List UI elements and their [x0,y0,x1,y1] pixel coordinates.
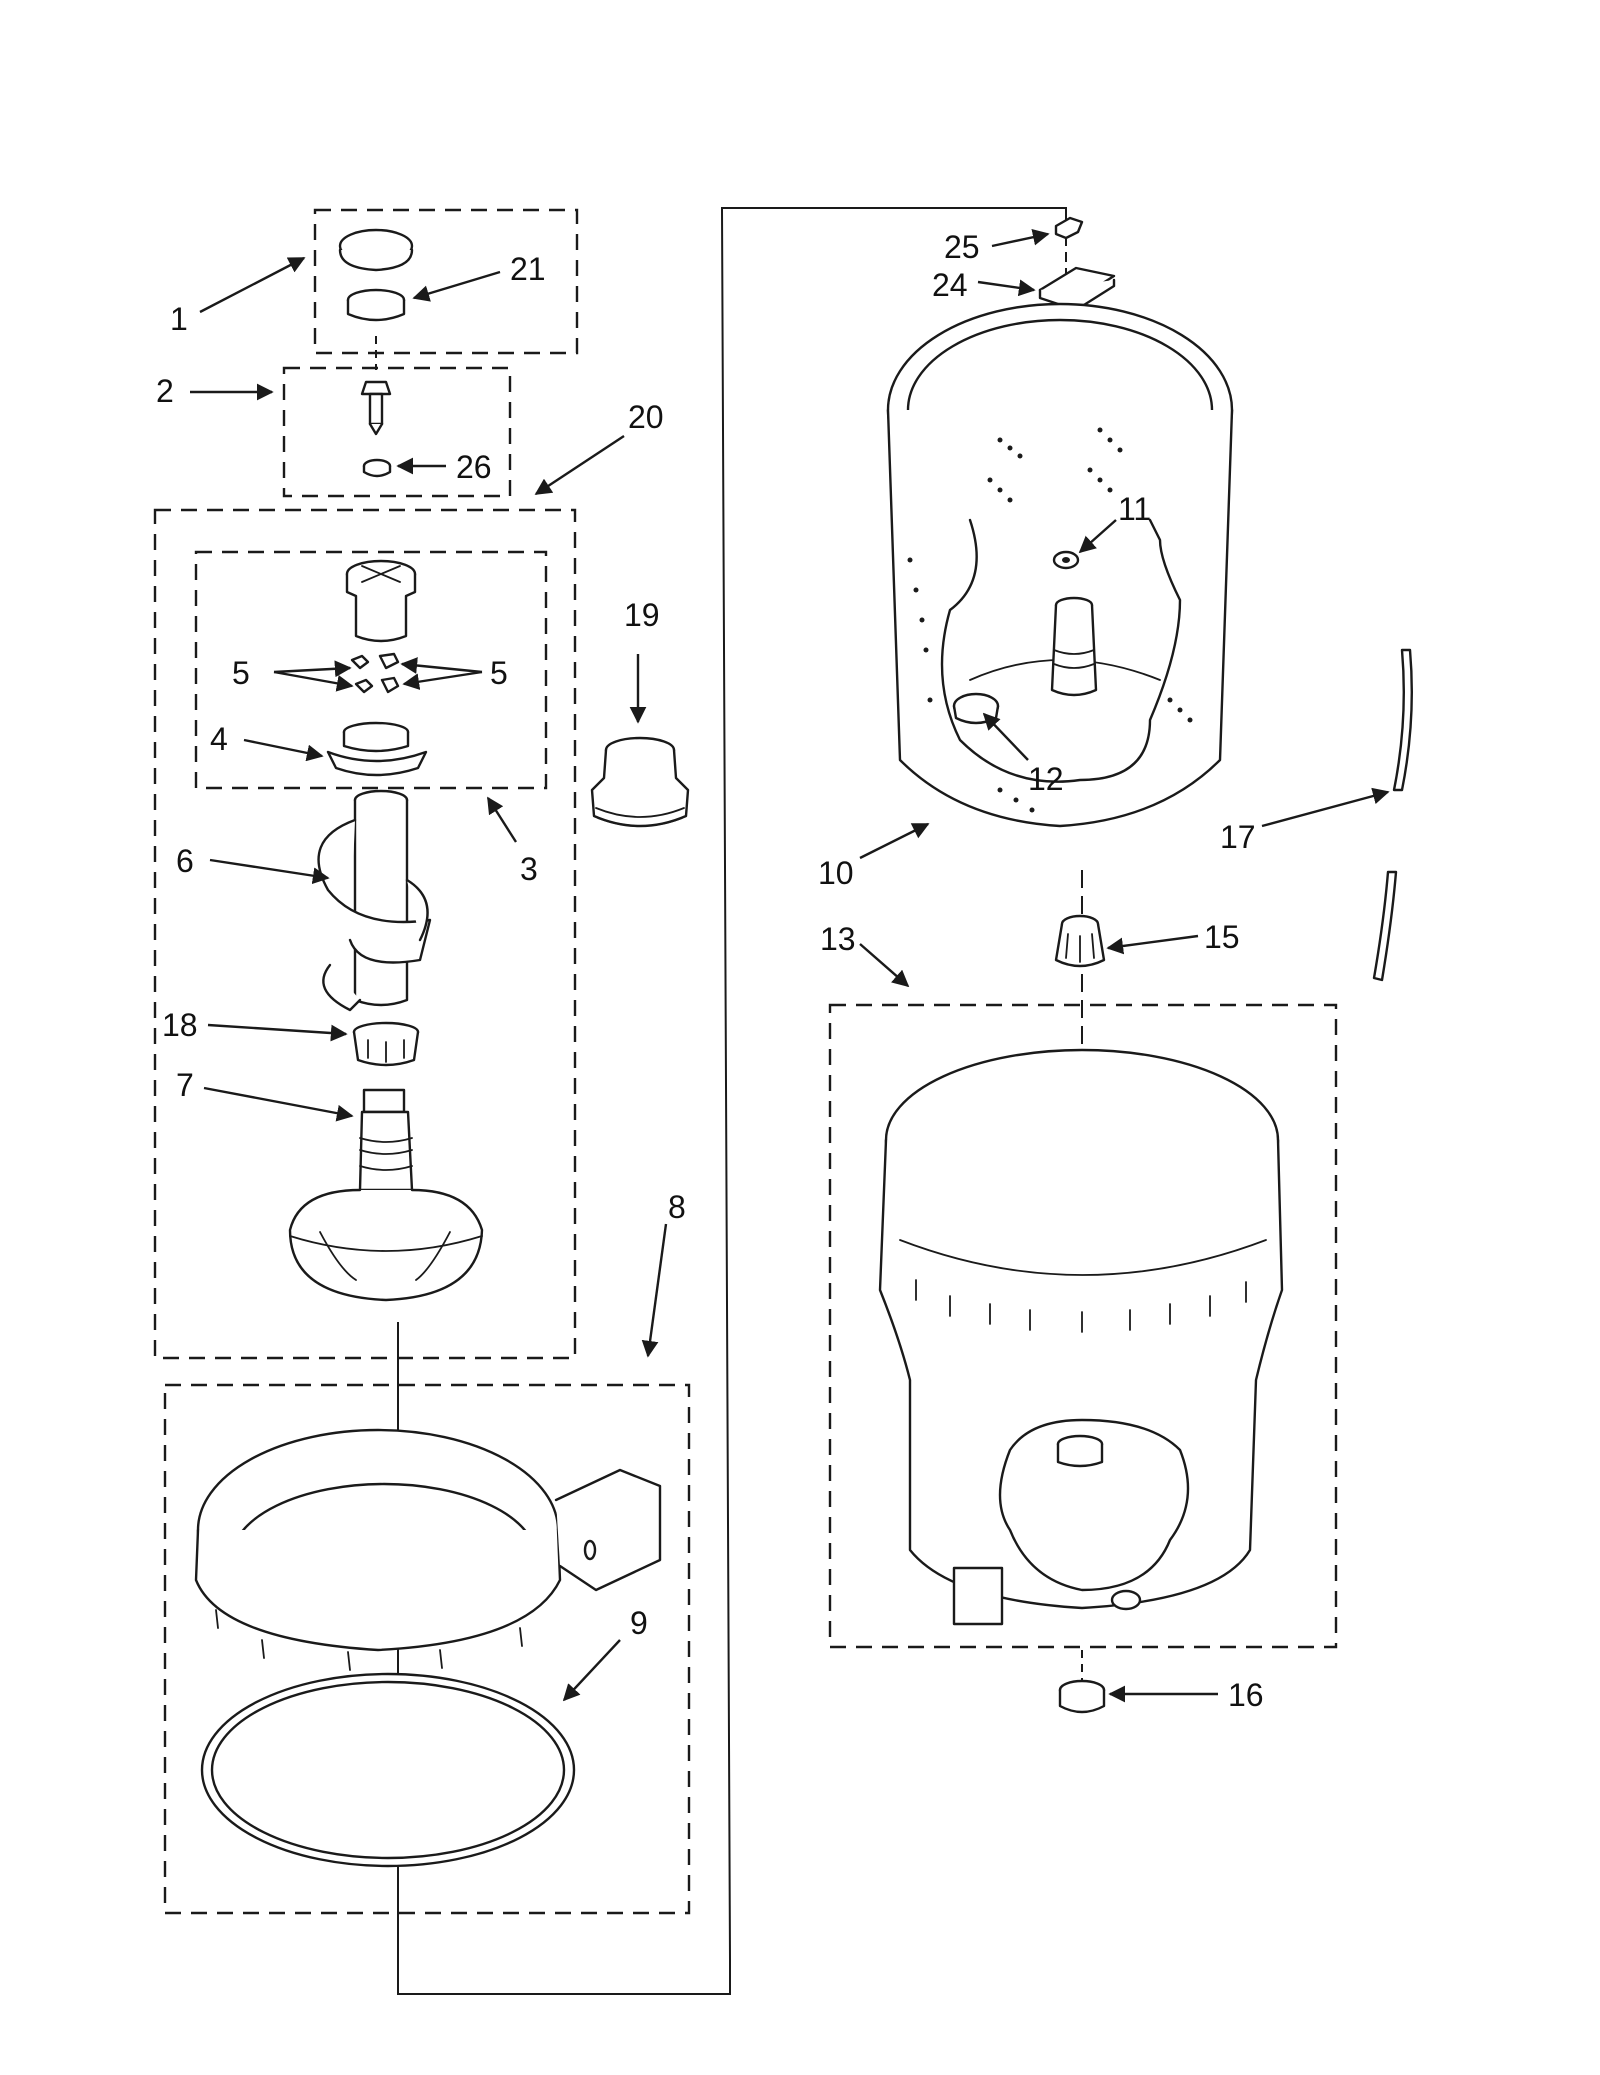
callout-2: 2 [156,373,174,409]
callout-21: 21 [510,251,546,287]
spin-tube-nut-part [1054,914,1106,968]
leader-17 [1261,787,1390,828]
agitator-auger-part [317,789,432,1012]
basket-plug-part-12 [952,692,1000,725]
leader-25 [991,228,1050,248]
leader-3 [486,796,518,843]
hose-part-17 [1372,648,1413,982]
agitator-bearing-part [326,721,428,777]
basket-perforations [907,427,1193,813]
leader-5b-bottom [402,670,483,691]
cap-seal-ring-part [346,288,406,322]
group-box-3 [194,550,548,790]
leader-4 [243,738,324,762]
agitator-dog-parts [350,652,400,694]
leader-24 [977,279,1036,297]
drive-cam-part [352,1021,420,1067]
tub-ring-part [194,1428,662,1671]
callout-26: 26 [456,449,492,485]
callout-1: 1 [170,301,188,337]
bolt-part-25 [1054,216,1084,240]
clip-part-24 [1038,266,1116,312]
agitator-bolt-part [360,380,392,436]
basket-drive-tube [1050,596,1098,697]
callout-8: 8 [668,1189,686,1225]
callout-7: 7 [176,1067,194,1103]
leader-12 [982,712,1029,761]
callout-16: 16 [1228,1677,1264,1713]
leader-20 [534,434,625,496]
leader-21 [412,270,501,302]
leader-9 [562,1639,621,1702]
bolt-washer-part [362,458,392,478]
callout-15: 15 [1204,919,1240,955]
group-box-2 [282,366,512,498]
callout-6: 6 [176,843,194,879]
tub-seal-part [590,736,690,828]
callout-3: 3 [520,851,538,887]
connector-line [397,207,1067,1995]
leader-5a-top [273,660,352,678]
group-box-8 [163,1383,691,1915]
group-box-1 [313,208,579,355]
agitator-cap-part [338,228,414,272]
callout-25: 25 [944,229,980,265]
callout-19: 19 [624,597,660,633]
callout-5-right: 5 [490,655,508,691]
callout-13: 13 [820,921,856,957]
leader-10 [859,822,930,860]
leader-13 [859,943,910,988]
leader-7 [203,1086,354,1122]
leader-6 [209,858,330,885]
leader-5a-bottom [273,670,354,692]
leader-5b-top [400,657,483,674]
callout-12: 12 [1028,761,1064,797]
callout-24: 24 [932,267,968,303]
leader-1 [199,256,306,314]
group-box-20 [153,508,577,1360]
leader-15 [1106,934,1199,955]
agitator-cam-part [345,559,417,643]
tub-ring-gasket-part [200,1672,576,1868]
callout-4: 4 [210,721,228,757]
callout-5-left: 5 [232,655,250,691]
callout-20: 20 [628,399,664,435]
callout-9: 9 [630,1605,648,1641]
callout-11: 11 [1118,491,1151,527]
drain-plug-part-16 [1058,1679,1106,1714]
leader-11 [1078,519,1117,554]
outer-tub-part [878,1048,1284,1626]
leader-18 [207,1023,348,1042]
callout-18: 18 [162,1007,198,1043]
agitator-base-part [288,1088,484,1302]
leader-8 [641,1223,668,1358]
callout-17: 17 [1220,819,1256,855]
basket-hub-part-11 [1052,550,1080,570]
callout-10: 10 [818,855,854,891]
